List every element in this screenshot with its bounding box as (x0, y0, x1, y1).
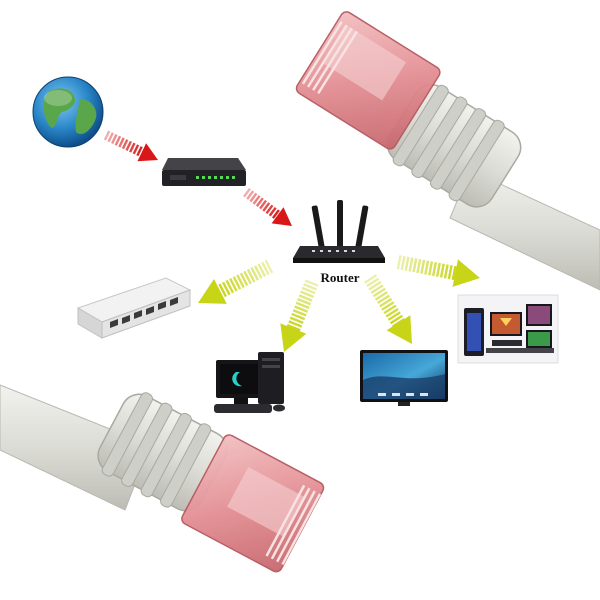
ethernet-connector-bottom-icon (0, 384, 325, 573)
smart-tv-icon (360, 350, 448, 406)
arrow-router-to-switch (198, 259, 274, 304)
arrow-router-to-gaming-pc (396, 255, 481, 287)
modem-icon (162, 158, 246, 186)
desktop-computer-icon (214, 352, 285, 413)
globe-icon (32, 76, 104, 148)
gaming-pc-icon (457, 294, 559, 364)
network-switch-icon (76, 277, 192, 339)
arrow-modem-to-router (243, 187, 293, 227)
router-label: Router (321, 270, 360, 285)
router-icon (293, 200, 385, 263)
arrow-router-to-desktop (280, 279, 319, 352)
arrow-router-to-tv (364, 274, 412, 344)
arrow-internet-to-modem (103, 130, 159, 162)
ethernet-connector-top-icon (295, 11, 600, 291)
